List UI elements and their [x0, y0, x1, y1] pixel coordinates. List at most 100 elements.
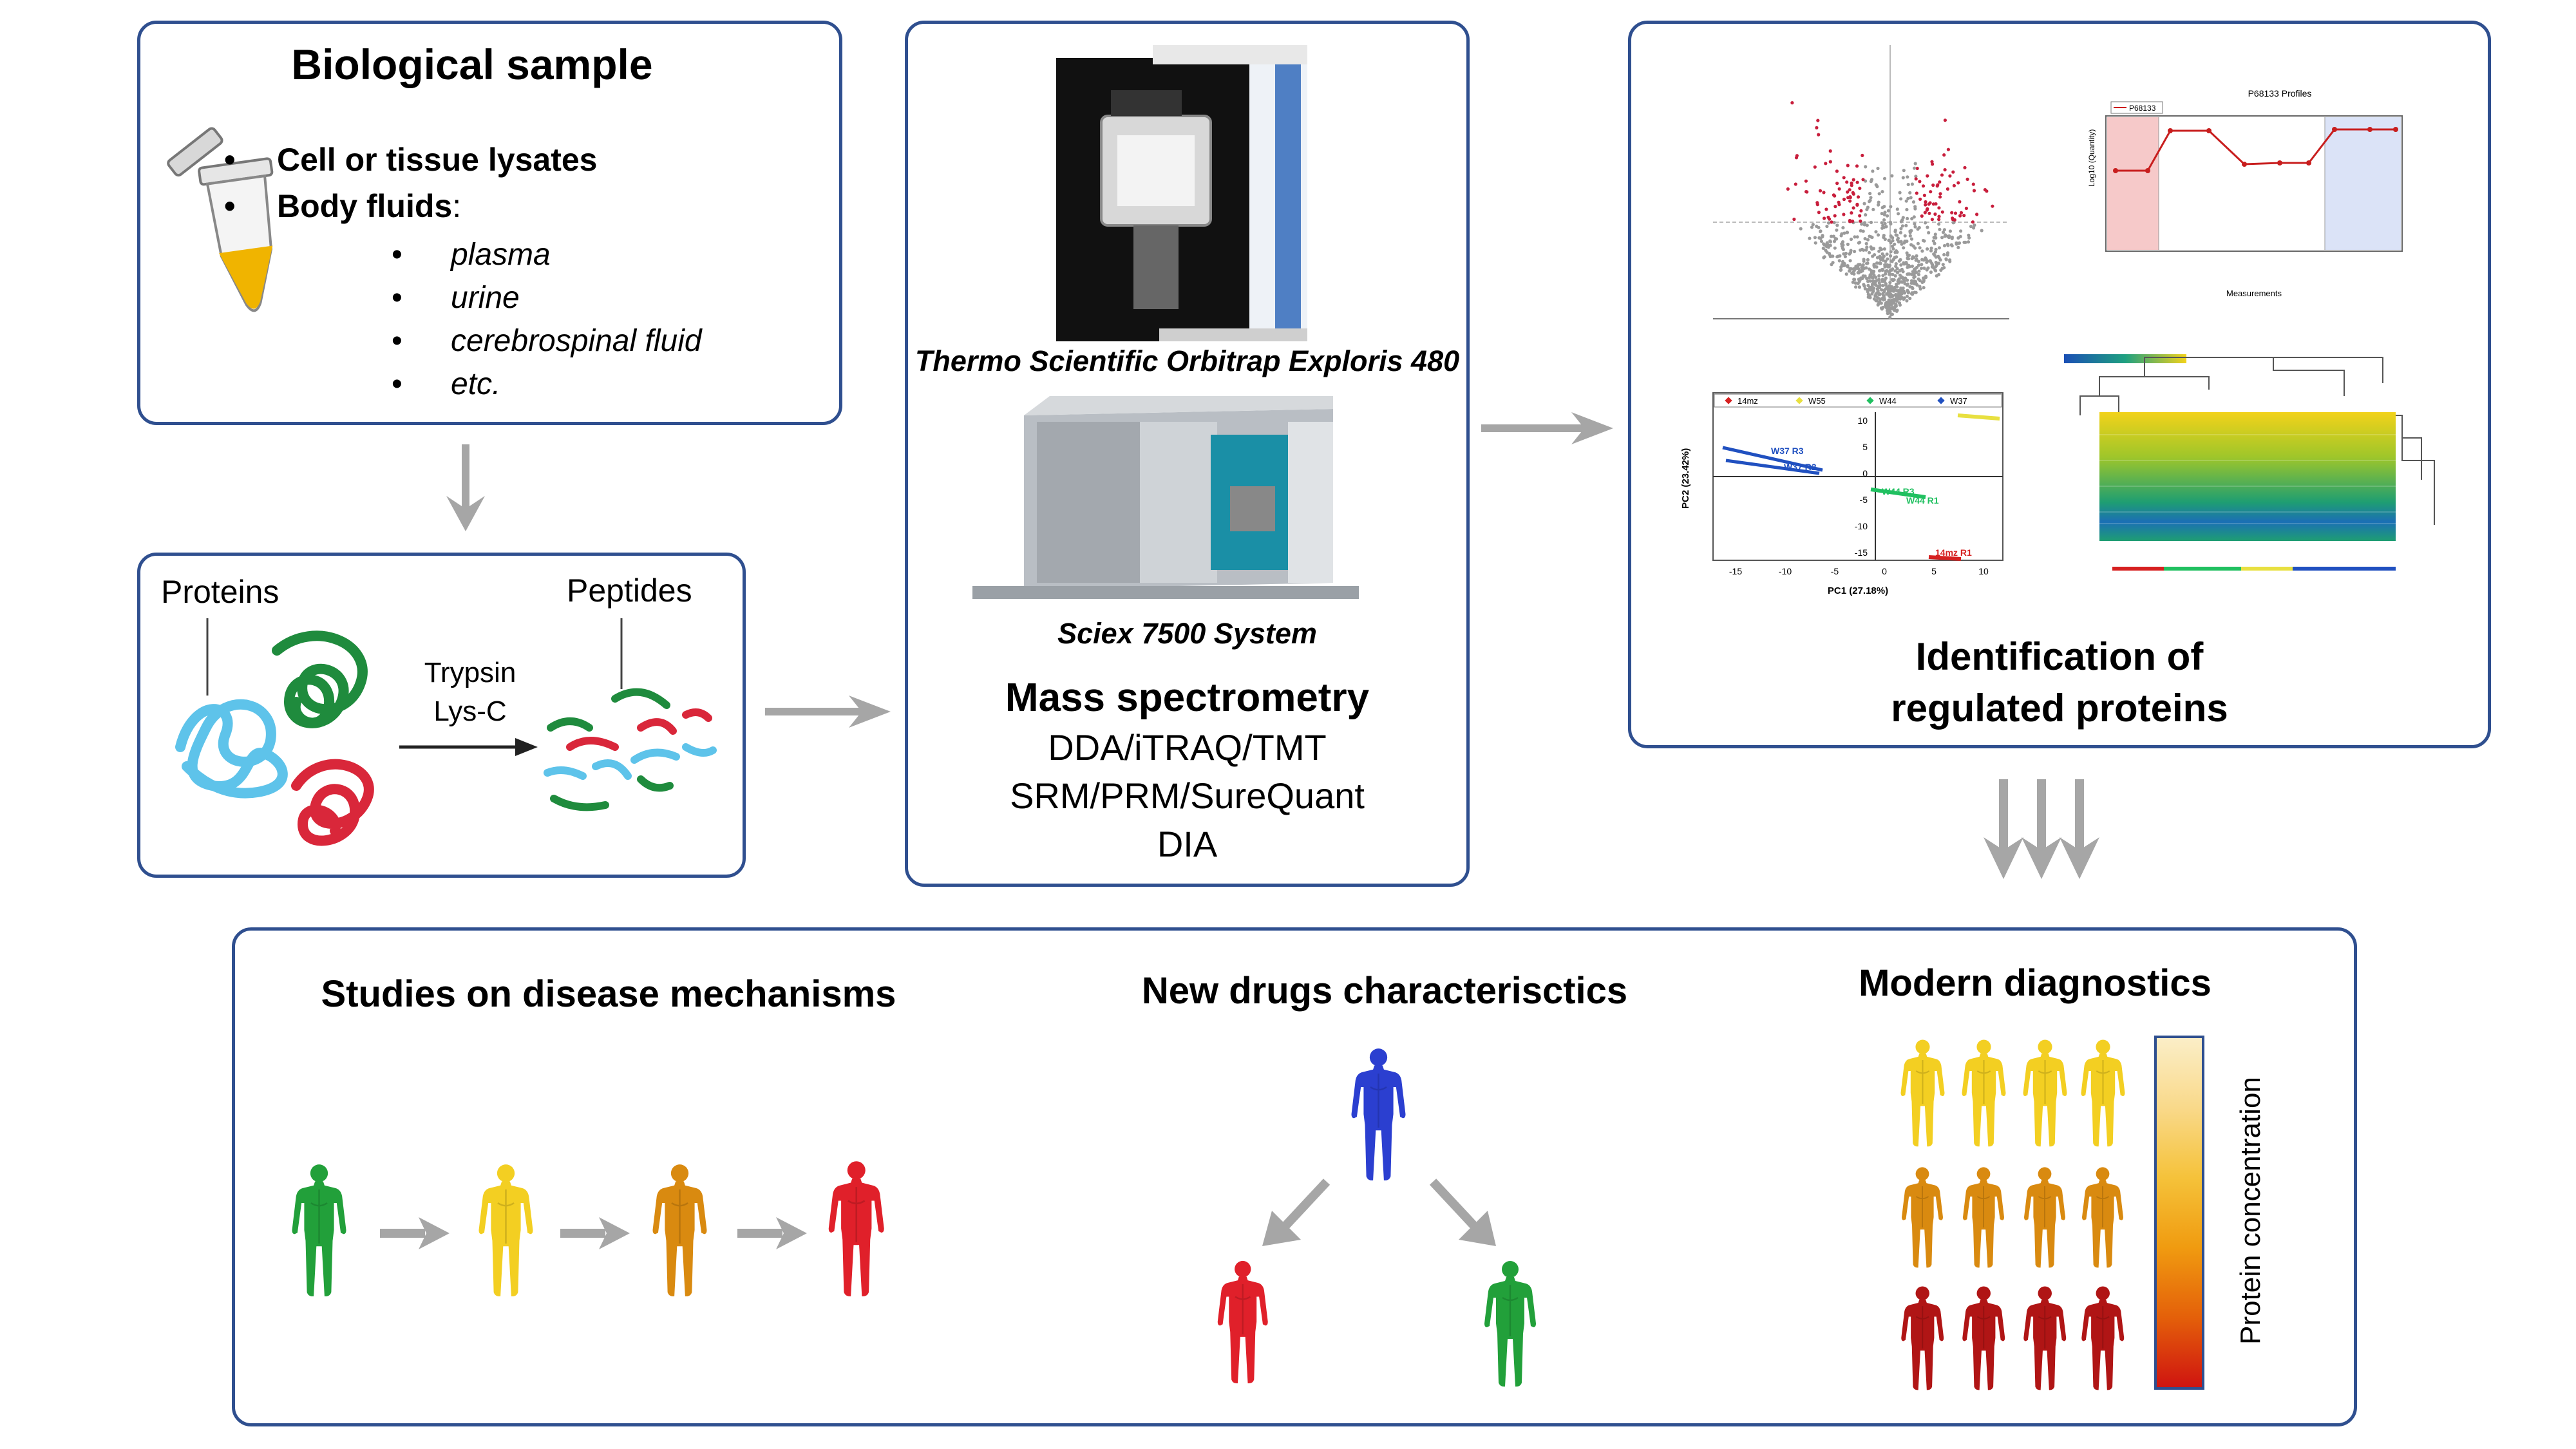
volcano-point	[1899, 295, 1903, 299]
volcano-point	[1935, 184, 1939, 188]
volcano-point	[1899, 263, 1903, 267]
volcano-point	[1943, 168, 1947, 172]
volcano-point	[1940, 173, 1944, 177]
volcano-point	[1868, 198, 1872, 202]
orange-human-icon	[2082, 1167, 2123, 1268]
green-human-icon	[292, 1164, 346, 1296]
volcano-point	[1926, 174, 1929, 178]
volcano-point	[1827, 252, 1831, 256]
volcano-point	[1822, 191, 1826, 194]
triple-down-arrow-icon	[1984, 779, 2099, 879]
volcano-point	[1890, 289, 1894, 293]
volcano-point	[1811, 223, 1815, 227]
volcano-point	[1864, 266, 1868, 270]
volcano-point	[1869, 245, 1873, 249]
volcano-point	[1839, 268, 1842, 272]
volcano-point	[1893, 269, 1897, 273]
volcano-point	[1825, 242, 1829, 246]
volcano-point	[1909, 196, 1913, 200]
volcano-point	[1850, 267, 1853, 271]
volcano-point	[1927, 231, 1931, 234]
volcano-point	[1882, 225, 1886, 229]
volcano-point	[1861, 229, 1865, 233]
profile-plot-title: P68133 Profiles	[2248, 88, 2312, 99]
darkred-human-icon	[2023, 1286, 2066, 1390]
volcano-point	[1879, 298, 1882, 301]
pca-ytick: -15	[1855, 547, 1868, 558]
pca-legend-label: W44	[1879, 396, 1897, 406]
volcano-point	[1920, 249, 1924, 253]
volcano-point	[1904, 223, 1908, 227]
volcano-point	[1889, 312, 1893, 317]
volcano-point	[1929, 270, 1933, 274]
volcano-point	[1894, 249, 1899, 253]
volcano-point	[1853, 281, 1857, 285]
pca-xtick: -10	[1779, 566, 1792, 576]
volcano-point	[1833, 246, 1837, 250]
volcano-point	[1926, 259, 1929, 263]
pca-point-label: W44 R1	[1906, 495, 1939, 506]
volcano-point	[1972, 226, 1976, 230]
volcano-point	[1835, 223, 1839, 227]
volcano-point	[1848, 252, 1852, 256]
volcano-point	[1861, 153, 1864, 157]
pca-xlabel: PC1 (27.18%)	[1828, 585, 1888, 596]
volcano-point	[1850, 184, 1853, 187]
progression-arrow-icon	[560, 1217, 630, 1249]
yellow-human-icon	[2023, 1039, 2067, 1147]
volcano-point	[1861, 263, 1865, 267]
volcano-point	[1881, 274, 1885, 278]
volcano-point	[1805, 190, 1809, 194]
volcano-point	[1908, 296, 1912, 300]
volcano-point	[1875, 261, 1879, 265]
yellow-human-icon	[478, 1164, 533, 1296]
volcano-point	[1792, 217, 1796, 222]
volcano-point	[1835, 228, 1839, 232]
volcano-point	[1941, 263, 1945, 267]
volcano-point	[1881, 291, 1885, 296]
volcano-point	[1899, 197, 1903, 201]
volcano-point	[1901, 176, 1905, 180]
orbitrap-instrument-label: Thermo Scientific Orbitrap Exploris 480	[914, 345, 1460, 377]
pca-xtick: -15	[1729, 566, 1742, 576]
volcano-point	[1884, 301, 1888, 305]
volcano-point	[1888, 281, 1892, 285]
volcano-point	[1901, 216, 1905, 220]
volcano-point	[1905, 299, 1909, 303]
new-drugs-title: New drugs characterisctics	[1141, 970, 1628, 1012]
volcano-point	[1848, 188, 1852, 192]
protein-tangle-icon	[175, 618, 374, 846]
volcano-point	[1906, 196, 1910, 200]
volcano-point	[1816, 118, 1820, 122]
volcano-point	[1830, 220, 1833, 224]
volcano-point	[1824, 207, 1828, 211]
volcano-point	[1908, 191, 1912, 194]
enzyme-lysc-label: Lys-C	[433, 696, 507, 727]
volcano-point	[1845, 180, 1849, 184]
darkred-human-icon	[2081, 1286, 2124, 1390]
orange-human-icon	[2024, 1167, 2065, 1268]
volcano-point	[1877, 274, 1881, 278]
volcano-point	[1882, 247, 1886, 251]
volcano-point	[1908, 265, 1911, 269]
volcano-point	[1882, 289, 1886, 292]
volcano-point	[1823, 255, 1826, 259]
volcano-point	[1851, 191, 1855, 194]
volcano-point	[1845, 231, 1850, 234]
volcano-point	[1934, 260, 1938, 265]
volcano-point	[1848, 269, 1852, 273]
volcano-point	[1943, 118, 1947, 122]
volcano-point	[1814, 241, 1817, 245]
volcano-point	[1900, 224, 1904, 228]
volcano-point	[1917, 225, 1921, 230]
volcano-point	[1861, 178, 1865, 182]
volcano-point	[1828, 149, 1832, 153]
branch-arrow-left-icon	[1262, 1179, 1331, 1246]
volcano-point	[1880, 190, 1884, 194]
orbitrap-instrument-icon	[1056, 45, 1307, 341]
volcano-point	[1913, 290, 1917, 294]
volcano-point	[1852, 206, 1855, 210]
progression-arrow-icon	[737, 1217, 807, 1249]
volcano-point	[1895, 270, 1900, 274]
volcano-point	[1876, 166, 1880, 171]
